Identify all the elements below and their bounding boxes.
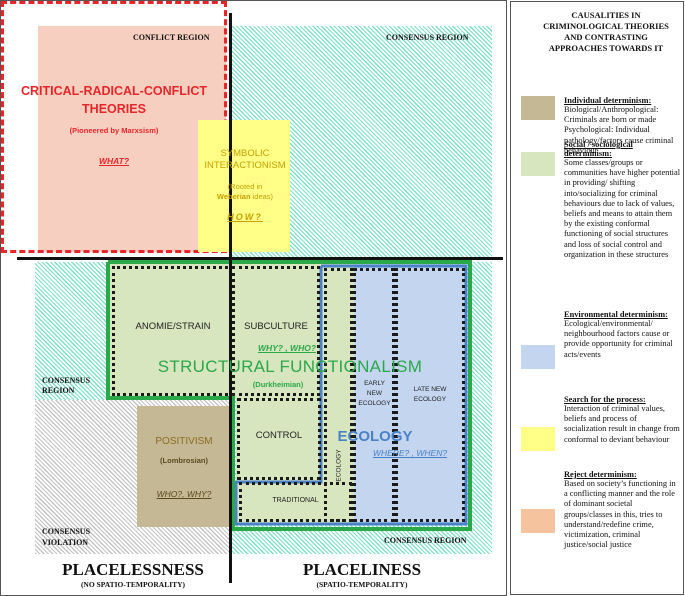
legend-item-heading: Social / sociological determinism: — [564, 140, 633, 158]
critical-title-line2: THEORIES — [82, 102, 146, 116]
legend-title: CAUSALITIES IN CRIMINOLOGICAL THEORIES A… — [543, 10, 669, 53]
legend-item: Search for the process:Interaction of cr… — [564, 395, 681, 445]
ecology-vertical-dotted-border — [324, 268, 353, 522]
symbolic-title-line2: INTERACTIONISM — [204, 160, 286, 171]
consensus-violation-label-1: CONSENSUS — [42, 527, 91, 536]
legend-item: Individual determinism:Biological/Anthro… — [564, 96, 681, 156]
ecology-vertical-box — [323, 263, 354, 481]
legend-swatch — [521, 152, 555, 176]
legend-item-body: Some classes/groups or communities have … — [564, 158, 681, 259]
consensus-violation-label-2: VIOLATION — [42, 538, 89, 547]
late-label-line1: LATE NEW — [413, 386, 447, 393]
critical-theories-title: CRITICAL-RADICAL-CONFLICT THEORIES — [8, 82, 220, 118]
ecology-title: ECOLOGY — [337, 428, 413, 445]
early-label-line3: ECOLOGY — [358, 400, 391, 407]
symbolic-title-line1: SYMBOLIC — [220, 148, 270, 159]
positivism-title: POSITIVISM — [155, 436, 213, 447]
anomie-box — [108, 263, 234, 399]
control-dotted-border — [237, 398, 321, 480]
control-label: CONTROL — [255, 430, 303, 441]
late-new-ecology-label: LATE NEW ECOLOGY — [395, 385, 465, 405]
early-ecology-dotted-border — [353, 268, 395, 522]
legend-swatch — [521, 345, 555, 369]
critical-note-bold: Marxsism — [121, 126, 156, 135]
positivism-note: (Lombrosian) — [160, 456, 208, 465]
consensus-region-top-label: CONSENSUS REGION — [386, 33, 469, 42]
placeliness-title: PLACELINESS — [302, 560, 422, 579]
late-ecology-dotted-border — [395, 268, 465, 522]
structural-note: (Durkheimian) — [252, 380, 304, 389]
symbolic-title: SYMBOLIC INTERACTIONISM — [202, 148, 288, 172]
positivism-box — [137, 406, 231, 527]
critical-theories-fill — [38, 26, 226, 252]
ecology-question: WHERE? , WHEN? — [372, 448, 448, 458]
symbolic-note-line1: (Rooted in — [227, 182, 263, 191]
symbolic-note-bold: Weberian — [216, 192, 251, 201]
legend-item-heading: Individual determinism: — [564, 96, 652, 105]
placelessness-title: PLACELESSNESS — [62, 560, 204, 579]
traditional-label: TRADITIONAL — [272, 497, 319, 504]
consensus-region-bottom-label: CONSENSUS REGION — [384, 536, 467, 545]
legend-item-body: Based on society’s functioning in a conf… — [564, 479, 676, 550]
critical-theories-note: (Pioneered by Marxsism) — [8, 126, 220, 135]
symbolic-question: HOW? — [227, 212, 263, 222]
subculture-label: SUBCULTURE — [244, 321, 308, 332]
legend-item: Reject determinism:Based on society’s fu… — [564, 470, 681, 550]
traditional-box — [236, 480, 354, 524]
legend-item-heading: Reject determinism: — [564, 470, 637, 479]
control-box — [236, 398, 323, 481]
symbolic-note-line2: Weberian ideas) — [202, 192, 288, 202]
legend-item-heading: Search for the process: — [564, 395, 646, 404]
legend-swatch — [521, 509, 555, 533]
early-new-ecology-box — [354, 263, 396, 524]
legend-item: Environmental determinism:Ecological/env… — [564, 310, 681, 360]
legend-swatch — [521, 96, 555, 120]
symbolic-note: (Rooted in Weberian ideas) — [202, 182, 288, 202]
consensus-region-left-fill — [35, 262, 107, 400]
legend-item-body: Biological/Anthropological: Criminals ar… — [564, 105, 674, 155]
early-new-ecology-label: EARLY NEW ECOLOGY — [354, 379, 395, 409]
critical-note-suffix: ) — [155, 126, 159, 135]
positivism-question: WHO?, WHY? — [156, 489, 212, 499]
horizontal-axis — [17, 257, 503, 260]
late-new-ecology-box — [396, 263, 466, 524]
early-label-line2: NEW — [366, 390, 383, 397]
legend-item: Social / sociological determinism:Some c… — [564, 140, 681, 260]
legend-item-heading: Environmental determinism: — [564, 310, 668, 319]
ecology-vertical-label: ECOLOGY — [335, 449, 343, 482]
consensus-region-left-label-1: CONSENSUS — [42, 376, 91, 385]
structural-functionalism-title: STRUCTURAL FUNCTIONALISM — [157, 357, 423, 376]
critical-title-line1: CRITICAL-RADICAL-CONFLICT — [20, 84, 208, 98]
late-label-line2: ECOLOGY — [413, 396, 447, 403]
structural-functionalism-outline — [106, 260, 472, 531]
structural-question: WHY? , WHO? — [257, 343, 317, 353]
vertical-axis — [229, 13, 232, 583]
legend-item-body: Ecological/environmental/ neighbourhood … — [564, 319, 673, 359]
critical-question: WHAT? — [98, 156, 130, 166]
critical-note-prefix: (Pioneered by — [69, 126, 122, 135]
early-label-line1: EARLY — [364, 380, 385, 387]
legend-panel: CAUSALITIES IN CRIMINOLOGICAL THEORIES A… — [510, 1, 684, 595]
symbolic-interactionism-box — [198, 120, 290, 252]
subculture-box — [231, 263, 323, 399]
symbolic-note-rest: ideas) — [250, 192, 274, 201]
legend-item-body: Interaction of criminal values, beliefs … — [564, 404, 680, 444]
legend-swatch — [521, 427, 555, 451]
conflict-region-label: CONFLICT REGION — [133, 33, 210, 42]
consensus-region-left-label-2: REGION — [42, 386, 75, 395]
anomie-label: ANOMIE/STRAIN — [135, 321, 211, 332]
subculture-dotted-border — [232, 266, 320, 396]
placelessness-subtitle: (NO SPATIO-TEMPORALITY) — [80, 580, 186, 589]
placeliness-subtitle: (SPATIO-TEMPORALITY) — [316, 580, 408, 589]
